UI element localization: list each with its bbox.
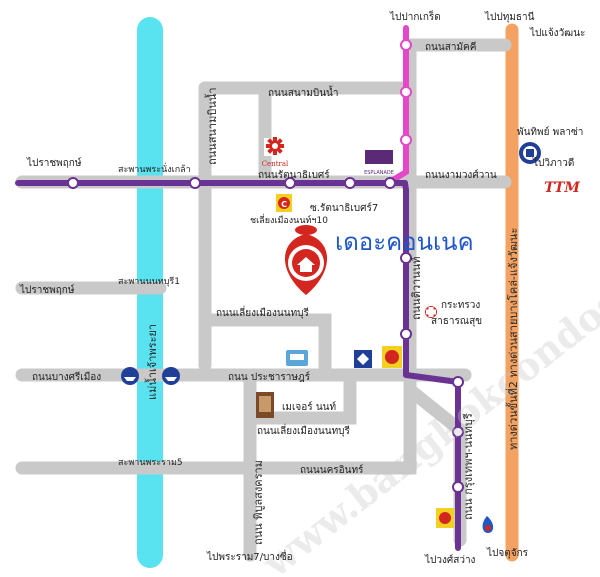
school-icon bbox=[286, 350, 308, 366]
label-to-rama7-bangsue: ไปพระราม7/บางซื่อ bbox=[206, 549, 293, 563]
label-ratchaphruek-2: ไปราชพฤกษ์ bbox=[19, 284, 75, 296]
phanthip-plaza-logo bbox=[519, 142, 541, 164]
label-expressway: ทางด่วนขั้นที่2 ทางด่วนสายบางโคล่-แจ้งวั… bbox=[505, 228, 520, 450]
label-liang-mueang-rd-1: ถนนเลี่ยงเมืองนนทบุรี bbox=[216, 305, 310, 319]
label-phanthip-plaza: พันทิพย์ พลาซ่า bbox=[517, 126, 583, 138]
label-nakhon-in-rd: ถนนนครอินทร์ bbox=[300, 464, 364, 476]
major-cineplex-logo bbox=[256, 392, 274, 418]
road-network bbox=[15, 38, 512, 562]
map-labels: ไปปากเกร็ด ไปปทุมธานี ไปแจ้งวัฒนะ ถนนสาม… bbox=[19, 9, 585, 566]
mrt-purple-line bbox=[15, 180, 461, 551]
label-ngamwongwan-rd: ถนนงามวงศ์วาน bbox=[425, 169, 497, 181]
hospital-cross-icon bbox=[425, 306, 437, 318]
ttm-logo-text: TTM bbox=[544, 180, 580, 196]
label-pathum-thani: ไปปทุมธานี bbox=[484, 11, 535, 23]
label-sai-ma-nonthaburi: ชเลี่ยงเมืองนนท์ฯ10 bbox=[250, 213, 328, 226]
label-nonthaburi-1-bridge: สะพานนนทบุรี1 bbox=[118, 276, 180, 287]
label-krungthep-nonthaburi-rd: ถนน กรุงเทพฯ-นนทบุรี bbox=[462, 413, 475, 520]
label-to-wongsawang: ไปวงศ์สว่าง bbox=[424, 554, 476, 566]
ptt-gas-station-icon bbox=[482, 516, 494, 533]
label-pak-kret: ไปปากเกร็ด bbox=[389, 9, 441, 23]
label-liang-mueang-rd-2: ถนนเลี่ยงเมืองนนทบุรี bbox=[257, 423, 351, 437]
label-rattanathibet-7: ซ.รัตนาธิเบศร์7 bbox=[310, 202, 378, 214]
ferry-pier-icon bbox=[121, 367, 180, 385]
label-chao-phraya-river: แม่น้ำเจ้าพระยา bbox=[144, 324, 159, 400]
project-name: เดอะคอนเนค bbox=[335, 228, 474, 256]
esplanade-logo-text: ESPLANADE bbox=[364, 170, 394, 176]
label-chaeng-watthana: ไปแจ้งวัฒนะ bbox=[529, 27, 585, 39]
station-markers bbox=[67, 39, 464, 493]
label-phibun-songkhram-rd: ถนน พิบูลสงคราม bbox=[252, 460, 265, 545]
label-rattanathibet-rd: ถนนรัตนาธิเบศร์ bbox=[258, 169, 330, 181]
tops-badge-icon-2 bbox=[382, 346, 402, 368]
label-sanambinnam-rd: ถนนสนามบินน้ำ bbox=[268, 85, 339, 99]
label-phra-ram-5-bridge: สะพานพระราม5 bbox=[118, 458, 183, 468]
label-pracharat-rd: ถนน ประชาราษฎร์ bbox=[228, 371, 311, 383]
tops-badge-icon: C bbox=[276, 194, 292, 212]
central-logo-text: Central bbox=[262, 160, 289, 168]
label-major-nonthaburi: เมเจอร์ นนท์ bbox=[282, 401, 336, 413]
tops-badge-text: C bbox=[281, 200, 287, 209]
label-to-chatuchak: ไปจตุจักร bbox=[486, 547, 529, 559]
label-ministry-of-health-2: สาธารณสุข bbox=[431, 316, 482, 327]
label-phra-nangklao-bridge: สะพานพระนั่งเกล้า bbox=[118, 162, 191, 175]
ttm-logo: TTM bbox=[544, 180, 580, 196]
label-sanambinnam-rd-v: ถนนสนามบินน้ำ bbox=[204, 87, 219, 165]
label-ministry-of-health-1: กระทรวง bbox=[441, 300, 480, 311]
bangkok-bank-icon bbox=[354, 350, 372, 368]
home-icon bbox=[297, 257, 315, 272]
label-bang-si-mueang-rd: ถนนบางศรีเมือง bbox=[32, 371, 101, 383]
label-ratchaphruek-1: ไปราชพฤกษ์ bbox=[26, 157, 82, 169]
label-samakkhi-rd: ถนนสามัคคี bbox=[425, 41, 476, 53]
label-tiwanon-rd: ถนนติวานนท์ bbox=[410, 257, 423, 321]
label-vibhavadi: ไปวิภาวดี bbox=[532, 157, 574, 169]
tops-badge-icon-3 bbox=[436, 508, 454, 528]
central-logo: Central bbox=[262, 137, 289, 168]
project-location-marker bbox=[284, 225, 328, 295]
esplanade-logo: ESPLANADE bbox=[364, 150, 394, 176]
